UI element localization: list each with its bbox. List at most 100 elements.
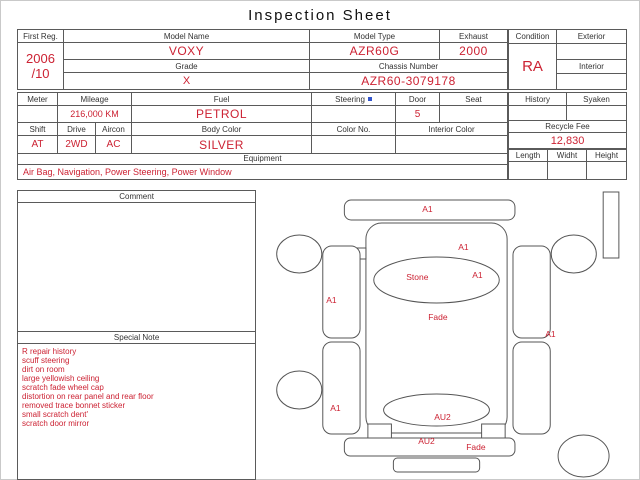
special-note-line: scratch fade wheel cap (22, 383, 104, 392)
special-note-line: removed trace bonnet sticker (22, 401, 126, 410)
fuel-label: Fuel (131, 91, 313, 107)
right-rear-door-shape (512, 341, 551, 435)
door-label: Door (395, 91, 441, 107)
interior-color-value-cell (395, 135, 509, 154)
right-front-door-shape (512, 245, 551, 339)
annotation-rear-bumper: AU2 (418, 436, 435, 446)
history-fee-table: History Syaken Recycle Fee 12,830 (508, 92, 628, 149)
special-note-list: R repair history scuff steering dirt on … (18, 344, 255, 431)
windshield-shape (373, 256, 500, 304)
shift-label: Shift (17, 122, 58, 137)
condition-label: Condition (508, 29, 557, 44)
right-tail-light-shape (481, 423, 506, 439)
special-note-line: small scratch dent' (22, 410, 88, 419)
annotation-rear-window: AU2 (434, 412, 451, 422)
interior-color-label: Interior Color (395, 122, 509, 137)
exhaust-label: Exhaust (439, 29, 508, 43)
fuel-value: PETROL (131, 105, 313, 124)
history-label: History (508, 92, 568, 106)
spare-wheel-shape (557, 434, 610, 478)
special-note-line: dirt on room (22, 365, 65, 374)
special-note-line: large yellowish ceiling (22, 374, 100, 383)
special-note-line: R repair history (22, 347, 77, 356)
seat-label: Seat (439, 91, 509, 107)
meter-label: Meter (17, 91, 58, 107)
interior-label: Interior (556, 58, 627, 74)
meter-value-cell (17, 105, 58, 124)
top-band: First Reg. Model Name Model Type Exhaust… (17, 29, 627, 91)
body-color-value: SILVER (131, 135, 313, 154)
spec-table: Meter Mileage Fuel Steering Door Seat 21… (16, 91, 509, 181)
front-bumper-shape (344, 199, 516, 221)
drive-value: 2WD (57, 135, 96, 154)
syaken-label: Syaken (566, 92, 628, 106)
equipment-label: Equipment (16, 152, 509, 165)
dimensions-table: Length Widht Height (508, 149, 628, 180)
special-note-line: distortion on rear panel and rear floor (22, 392, 154, 401)
recycle-fee-label: Recycle Fee (508, 120, 628, 133)
mileage-label: Mileage (56, 91, 133, 107)
front-left-wheel-shape (276, 234, 323, 274)
aircon-value: AC (94, 135, 133, 154)
middle-band: Meter Mileage Fuel Steering Door Seat 21… (16, 91, 628, 181)
first-reg-year: 2006 (26, 51, 55, 66)
page-title: Inspection Sheet (248, 7, 392, 24)
height-value-cell (586, 161, 628, 180)
comment-header: Comment (18, 191, 256, 203)
history-value-cell (508, 105, 568, 121)
special-note-box: Special Note R repair history scuff stee… (17, 332, 257, 480)
aircon-label: Aircon (94, 122, 133, 137)
annotation-rear-fade: Fade (466, 442, 486, 452)
special-note-line: scratch door mirror (22, 419, 90, 428)
first-reg-month: /10 (31, 66, 50, 81)
steering-flag-icon (367, 97, 372, 102)
grade-label: Grade (63, 59, 310, 73)
length-label: Length (508, 149, 549, 162)
length-value-cell (508, 161, 549, 180)
width-value-cell (547, 161, 588, 180)
vehicle-info-table: First Reg. Model Name Model Type Exhaust… (17, 29, 508, 90)
model-type-value: AZR60G (309, 42, 440, 60)
steering-value-cell (311, 105, 397, 124)
comment-box: Comment (17, 190, 257, 332)
width-label: Widht (547, 149, 588, 162)
main-band: Comment Special Note R repair history sc… (17, 190, 623, 480)
notes-column: Comment Special Note R repair history sc… (17, 190, 257, 480)
exterior-value-cell (556, 42, 627, 60)
front-right-wheel-shape (550, 234, 598, 274)
shift-value: AT (17, 135, 58, 154)
equipment-value: Air Bag, Navigation, Power Steering, Pow… (16, 163, 509, 181)
rear-left-wheel-shape (276, 370, 323, 410)
drive-label: Drive (57, 122, 96, 137)
annotation-front-bumper: A1 (422, 204, 433, 214)
grade-value: X (63, 72, 310, 90)
special-note-line: scuff steering (22, 356, 70, 365)
body-color-label: Body Color (131, 122, 313, 137)
annotation-right-rear-door: A1 (545, 329, 556, 339)
color-no-label: Color No. (311, 122, 397, 137)
annotation-left-rear-door: A1 (330, 403, 341, 413)
mileage-value: 216,000 KM (56, 105, 133, 124)
left-front-door-shape (322, 245, 361, 339)
left-rear-door-shape (322, 341, 361, 435)
annotation-roof-fade: Fade (428, 312, 448, 322)
exterior-label: Exterior (556, 29, 627, 44)
model-name-value: VOXY (63, 42, 310, 60)
syaken-value-cell (566, 105, 628, 121)
chassis-number-label: Chassis Number (309, 59, 508, 73)
seat-value-cell (439, 105, 509, 124)
model-type-label: Model Type (309, 29, 440, 43)
first-reg-value: 2006 /10 (17, 42, 64, 90)
annotation-left-front-door: A1 (326, 295, 337, 305)
condition-table: Condition Exterior RA Interior (508, 29, 627, 91)
model-name-label: Model Name (63, 29, 310, 43)
car-diagram-svg (276, 191, 620, 478)
annotation-bonnet: A1 (458, 242, 469, 252)
door-value: 5 (395, 105, 441, 124)
special-note-header: Special Note (18, 332, 256, 344)
recycle-fee-value: 12,830 (508, 132, 628, 149)
color-no-value-cell (311, 135, 397, 154)
fee-dim-block: History Syaken Recycle Fee 12,830 Length (508, 92, 628, 180)
interior-value-cell (556, 72, 627, 91)
